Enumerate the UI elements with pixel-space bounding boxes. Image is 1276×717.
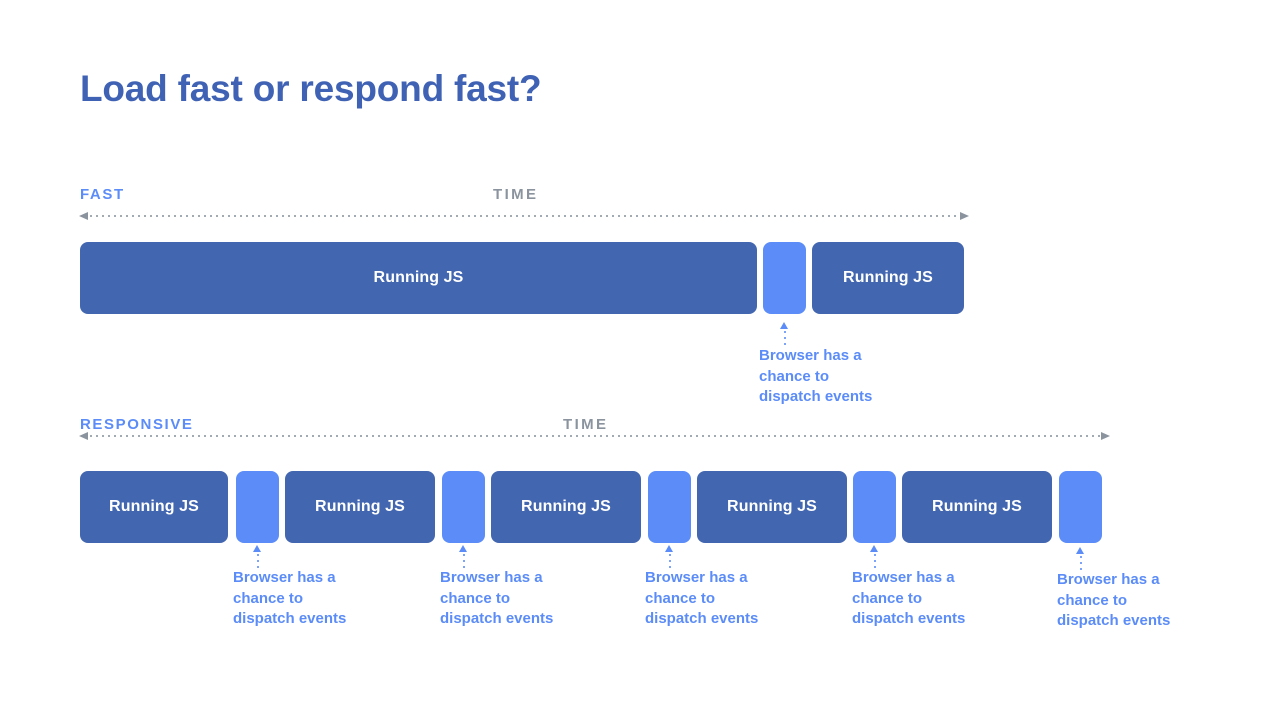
axis-dotted-line: [88, 215, 960, 217]
section-label-responsive: RESPONSIVE: [80, 416, 194, 433]
callout-arrow-up-icon: [665, 545, 673, 552]
bar-browser-gap[interactable]: [442, 471, 485, 543]
axis-arrow-left-icon: [79, 212, 88, 220]
bar-label: Running JS: [315, 498, 405, 515]
callout-dotted-line: [256, 552, 259, 568]
bar-browser-gap[interactable]: [763, 242, 806, 314]
callout-stem: [870, 545, 879, 568]
callout-text: Browser has a chance to dispatch events: [759, 347, 873, 405]
bar-running-js[interactable]: Running JS: [697, 471, 847, 543]
bar-running-js[interactable]: Running JS: [491, 471, 641, 543]
callout-text: Browser has a chance to dispatch events: [440, 569, 554, 627]
callout-stem: [780, 322, 789, 346]
bar-running-js[interactable]: Running JS: [80, 242, 757, 314]
bar-running-js[interactable]: Running JS: [285, 471, 435, 543]
time-label-responsive: TIME: [563, 416, 609, 433]
bar-label: Running JS: [109, 498, 199, 515]
callout-text: Browser has a chance to dispatch events: [852, 569, 966, 627]
timeline-axis-responsive: [79, 432, 1110, 441]
callout-stem: [665, 545, 674, 568]
bar-browser-gap[interactable]: [236, 471, 279, 543]
page-title: Load fast or respond fast?: [80, 68, 542, 109]
bar-label: Running JS: [521, 498, 611, 515]
callout-dotted-line: [1079, 554, 1082, 570]
callout-stem: [1076, 547, 1085, 570]
bar-browser-gap[interactable]: [853, 471, 896, 543]
bar-browser-gap[interactable]: [648, 471, 691, 543]
timeline-axis-fast: [79, 212, 969, 221]
bar-label: Running JS: [932, 498, 1022, 515]
bar-label: Running JS: [843, 269, 933, 286]
callout-arrow-up-icon: [459, 545, 467, 552]
bar-running-js[interactable]: Running JS: [812, 242, 964, 314]
callout-dotted-line: [873, 552, 876, 568]
axis-arrow-left-icon: [79, 432, 88, 440]
callout-text: Browser has a chance to dispatch events: [1057, 571, 1171, 629]
axis-dotted-line: [88, 435, 1101, 437]
time-label-fast: TIME: [493, 186, 539, 203]
bar-browser-gap[interactable]: [1059, 471, 1102, 543]
callout-dotted-line: [668, 552, 671, 568]
callout-arrow-up-icon: [1076, 547, 1084, 554]
callout-arrow-up-icon: [870, 545, 878, 552]
bar-running-js[interactable]: Running JS: [80, 471, 228, 543]
section-label-fast: FAST: [80, 186, 125, 203]
callout-stem: [253, 545, 262, 568]
bar-label: Running JS: [373, 269, 464, 286]
callout-arrow-up-icon: [780, 322, 788, 329]
callout-arrow-up-icon: [253, 545, 261, 552]
callout-text: Browser has a chance to dispatch events: [645, 569, 759, 627]
callout-stem: [459, 545, 468, 568]
bar-label: Running JS: [727, 498, 817, 515]
callout-dotted-line: [783, 329, 786, 346]
callout-dotted-line: [462, 552, 465, 568]
axis-arrow-right-icon: [960, 212, 969, 220]
callout-text: Browser has a chance to dispatch events: [233, 569, 347, 627]
bar-running-js[interactable]: Running JS: [902, 471, 1052, 543]
axis-arrow-right-icon: [1101, 432, 1110, 440]
